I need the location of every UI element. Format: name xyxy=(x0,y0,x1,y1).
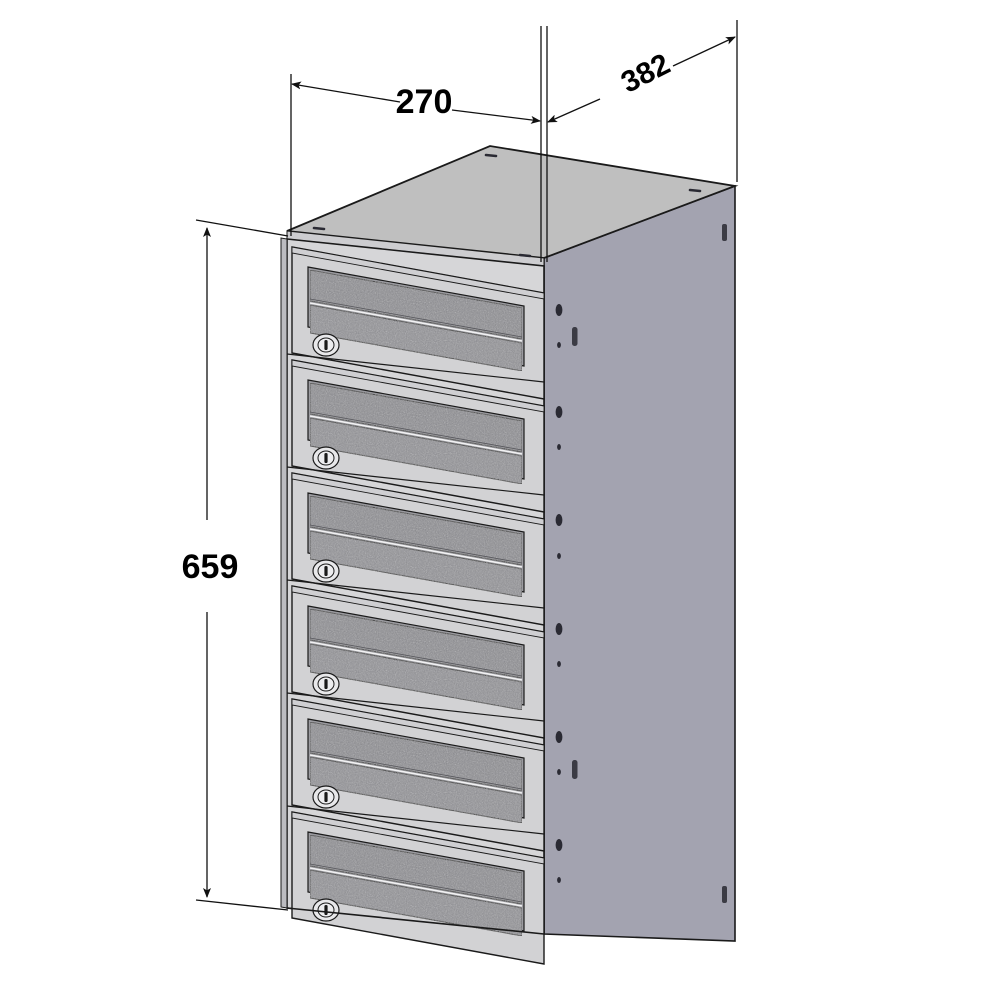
cabinet-side-panel xyxy=(536,184,736,942)
door-separator-lines xyxy=(286,353,545,835)
mailbox-cabinet xyxy=(280,145,739,964)
side-panel-hole-column xyxy=(555,304,563,883)
ext-line-height-bottom xyxy=(195,899,289,911)
ext-line-height-top xyxy=(195,219,289,237)
dimension-label-depth: 382 xyxy=(616,47,676,99)
cabinet-top-panel xyxy=(286,145,739,267)
dimension-label-width: 270 xyxy=(396,83,453,121)
dimension-label-height: 659 xyxy=(182,548,239,586)
dimension-annotations xyxy=(195,20,738,911)
